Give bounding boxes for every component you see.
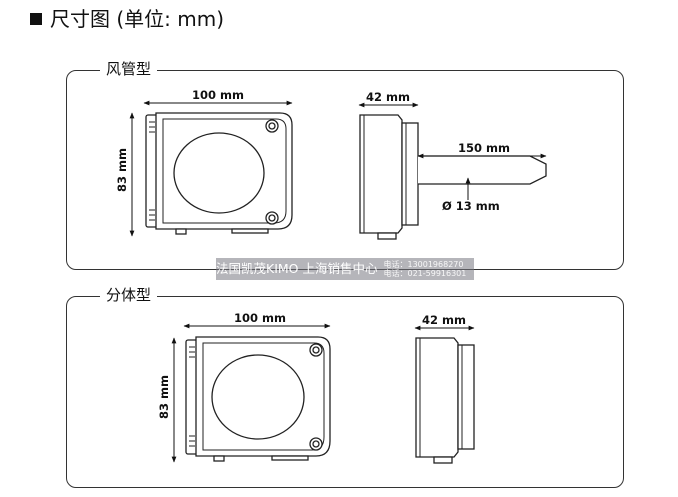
duct-front-foot-right — [231, 228, 269, 234]
split-front-vent-lines — [189, 346, 195, 447]
split-side-foot — [433, 456, 453, 464]
split-side-body — [415, 337, 459, 458]
watermark-line2: 电话：021-59916301 — [383, 269, 467, 278]
duct-side-view — [359, 114, 547, 240]
split-side-view — [415, 337, 475, 464]
page-title: 尺寸图 (单位: mm) — [30, 6, 224, 32]
split-front-foot-left — [213, 455, 225, 462]
duct-front-screw-bottom — [265, 211, 279, 225]
duct-front-display-circle — [173, 132, 265, 214]
watermark-banner: 法国凯茂KIMO 上海销售中心 电话：13001968270 电话：021-59… — [216, 258, 474, 280]
probe-diameter-label: Ø 13 mm — [442, 199, 500, 213]
duct-depth-label: 42 mm — [366, 90, 410, 104]
watermark-text: 法国凯茂KIMO 上海销售中心 — [216, 261, 378, 276]
split-side-flange — [457, 344, 475, 450]
duct-front-screw-top — [265, 119, 279, 133]
split-front-view — [185, 336, 331, 462]
title-text: 尺寸图 (单位: mm) — [50, 7, 225, 31]
duct-front-view — [145, 112, 293, 235]
watermark-contact: 电话：13001968270 电话：021-59916301 — [383, 260, 466, 278]
split-front-screw-bottom — [309, 437, 323, 451]
split-panel — [66, 296, 624, 488]
split-front-display-circle — [211, 354, 305, 440]
duct-front-bezel — [162, 118, 287, 224]
split-width-label: 100 mm — [234, 311, 286, 325]
split-depth-label: 42 mm — [422, 313, 466, 327]
duct-front-foot-left — [175, 228, 187, 235]
bullet-square-icon — [30, 13, 42, 25]
split-front-foot-right — [271, 455, 309, 461]
duct-front-vent-lines — [149, 121, 155, 221]
duct-width-label: 100 mm — [192, 88, 244, 102]
split-height-label: 83 mm — [157, 375, 171, 419]
duct-side-flange — [401, 122, 419, 226]
watermark-line1: 电话：13001968270 — [383, 260, 464, 269]
duct-height-label: 83 mm — [115, 148, 129, 192]
split-panel-label: 分体型 — [100, 286, 158, 304]
duct-panel-label: 风管型 — [100, 60, 158, 78]
probe-length-label: 150 mm — [458, 141, 510, 155]
duct-side-body — [359, 114, 403, 234]
duct-probe — [418, 155, 547, 185]
split-front-screw-top — [309, 343, 323, 357]
duct-side-foot — [377, 232, 397, 240]
